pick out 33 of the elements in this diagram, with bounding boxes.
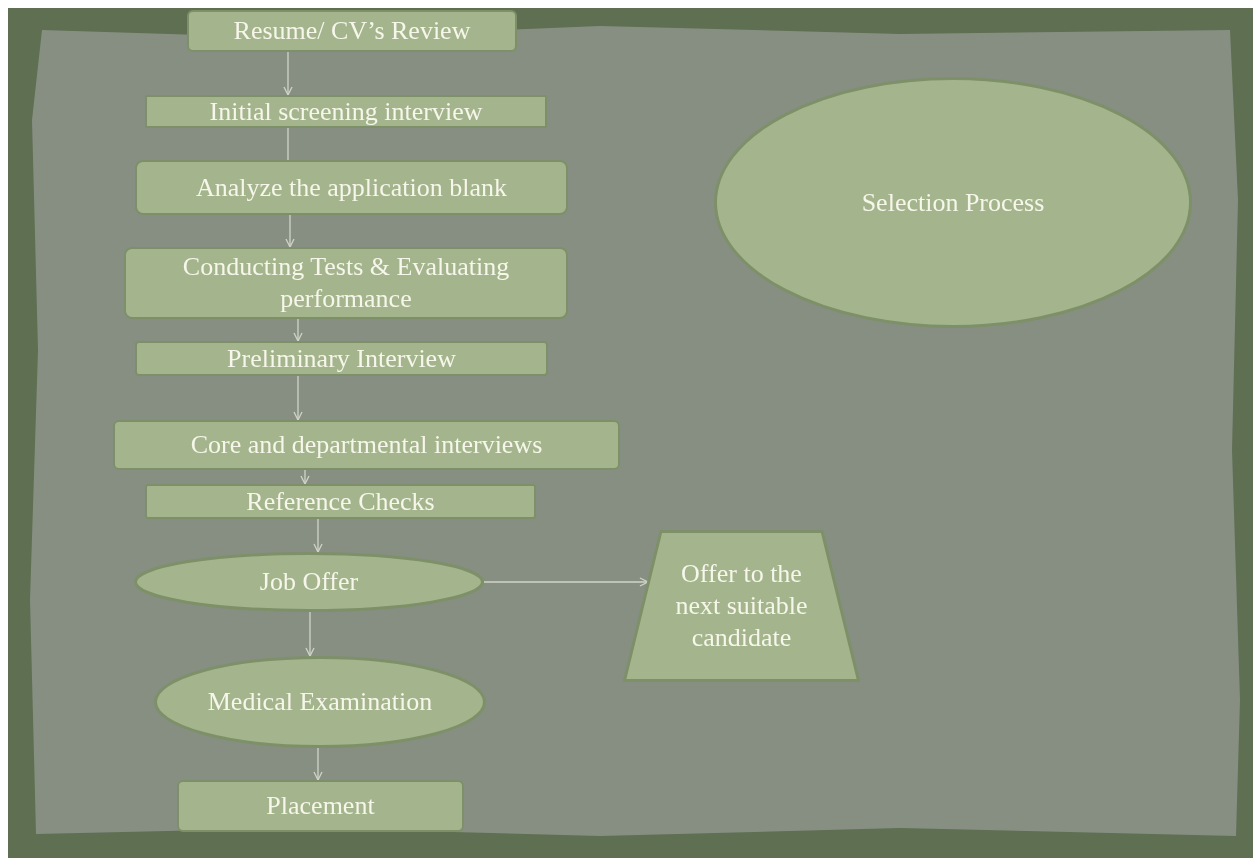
arrow (313, 747, 323, 781)
process-box (145, 95, 547, 128)
arrow (483, 577, 649, 587)
node-label: Core and departmental interviews (189, 429, 544, 461)
process-box (145, 484, 536, 519)
node-label: Preliminary Interview (226, 342, 457, 375)
arrow (313, 518, 323, 553)
arrow (293, 375, 303, 421)
process-box (135, 160, 568, 215)
process-box (124, 247, 568, 319)
ellipse-node (154, 656, 486, 748)
node-label: Initial screening interview (208, 95, 484, 128)
ellipse-node (134, 552, 484, 612)
process-box (177, 780, 464, 832)
arrow (283, 51, 293, 96)
trapezoid-node (623, 530, 860, 682)
node-label: Medical Examination (206, 686, 434, 718)
node-label: Job Offer (258, 566, 360, 598)
process-box (113, 420, 620, 470)
arrow (305, 611, 315, 657)
node-label: Conducting Tests & Evaluating performance (181, 251, 511, 315)
node-label: Selection Process (860, 186, 1046, 219)
arrow (285, 214, 295, 248)
arrow (300, 469, 310, 485)
node-label: Resume/ CV’s Review (232, 15, 472, 47)
node-label: Offer to the next suitable candidate (674, 558, 809, 654)
ellipse-node (714, 77, 1192, 328)
node-label: Reference Checks (245, 485, 436, 518)
arrow (293, 318, 303, 342)
node-label: Analyze the application blank (194, 171, 509, 204)
process-box (135, 341, 548, 376)
process-box (187, 10, 517, 52)
node-label: Placement (265, 790, 376, 822)
